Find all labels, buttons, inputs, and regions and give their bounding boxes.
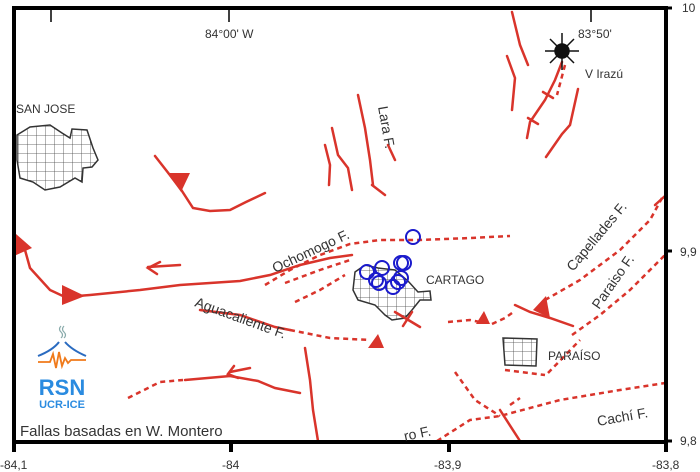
epicenter[interactable] <box>359 264 375 280</box>
paraiso-fault-label: Paraiso F. <box>588 252 637 312</box>
san-jose-urban-area <box>16 124 99 191</box>
logo-title: RSN <box>38 375 86 400</box>
cartago-label: CARTAGO <box>426 273 484 287</box>
x-tick-label: -84,1 <box>0 458 28 472</box>
paraiso-urban-area <box>502 337 538 367</box>
lon-label-83-50: 83°50' <box>578 27 612 41</box>
san-jose-label: SAN JOSE <box>16 102 75 116</box>
y-tick-label: 10 <box>682 1 696 15</box>
lara-fault-label: Lara F. <box>375 105 398 150</box>
epicenter[interactable] <box>396 255 412 271</box>
map-caption: Fallas basadas en W. Montero <box>20 423 223 440</box>
x-tick-label: -83,8 <box>652 458 680 472</box>
y-tick-label: 9,8 <box>680 434 697 448</box>
cartago-urban-area <box>352 264 432 321</box>
earthquake-epicenters <box>359 229 421 295</box>
x-tick-label: -83,9 <box>434 458 462 472</box>
map-frame <box>12 6 672 452</box>
navarro-fault-label: ro F. <box>402 423 432 444</box>
y-tick-label: 9,9 <box>680 245 697 259</box>
aguacaliente-fault-label: Aguacaliente F. <box>193 294 288 342</box>
epicenter[interactable] <box>371 275 387 291</box>
epicenter[interactable] <box>393 270 409 286</box>
volcano-seismogram-icon <box>37 325 87 370</box>
cachi-fault-label: Cachí F. <box>596 404 649 429</box>
epicenter[interactable] <box>385 279 401 295</box>
volcano-label: V Irazú <box>585 67 623 81</box>
rsn-logo: RSN UCR-ICE <box>28 322 96 412</box>
epicenter[interactable] <box>390 274 406 290</box>
ochomogo-fault-label: Ochomogo F. <box>270 226 352 276</box>
faults <box>12 10 667 443</box>
x-tick-label: -84 <box>222 458 240 472</box>
epicenter[interactable] <box>405 229 421 245</box>
paraiso-label: PARAÍSO <box>548 348 600 363</box>
epicenter[interactable] <box>368 272 384 288</box>
lon-label-84-00: 84°00' W <box>205 27 254 41</box>
logo-subtitle: UCR-ICE <box>39 399 85 411</box>
volcano-icon <box>545 33 579 70</box>
inferred-faults <box>127 64 666 443</box>
